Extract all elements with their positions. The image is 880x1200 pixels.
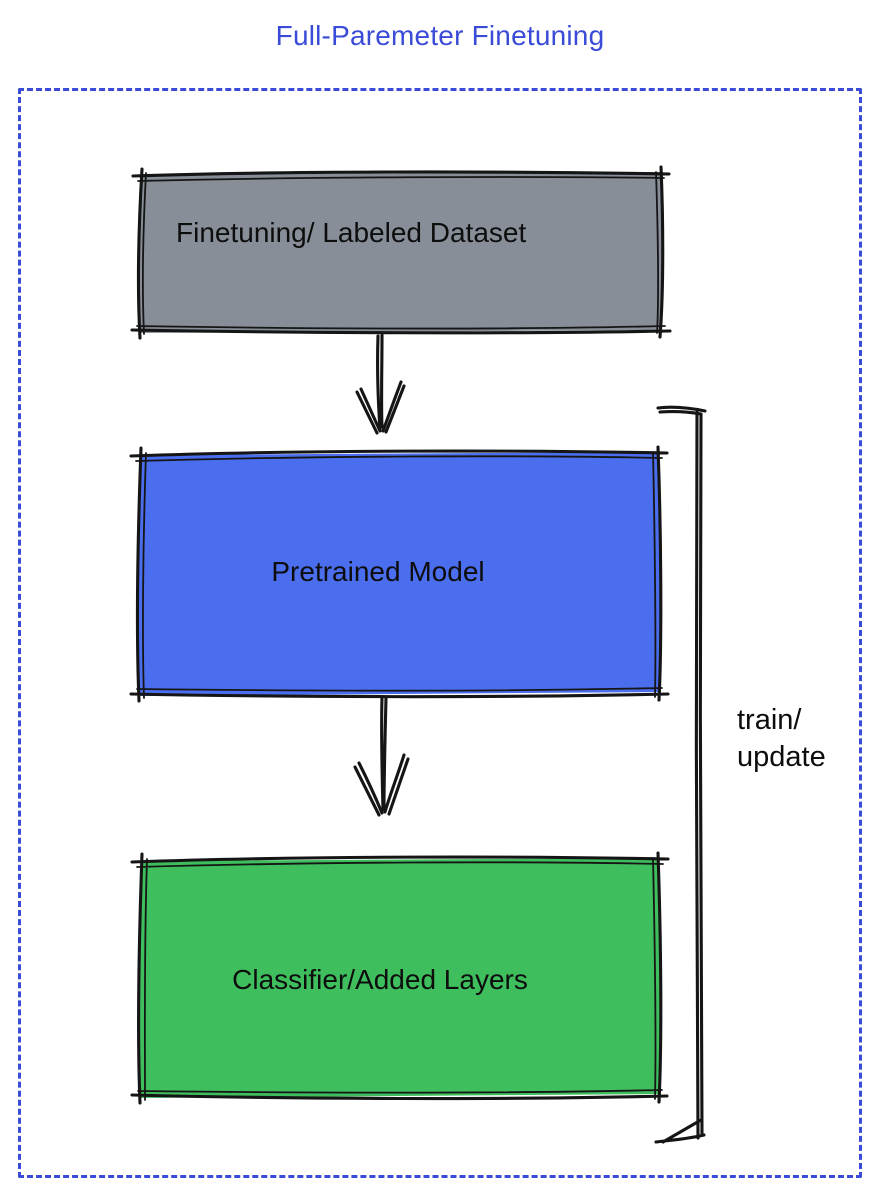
train-update-bracket bbox=[654, 405, 707, 1144]
arrow-model-to-classifier-icon bbox=[353, 696, 410, 817]
diagram-title: Full-Paremeter Finetuning bbox=[275, 20, 605, 51]
finetuning-dataset-box-outline-2 bbox=[136, 171, 666, 335]
dotted-frame bbox=[18, 88, 862, 1178]
pretrained-model-box-outline bbox=[129, 445, 670, 703]
bracket-bottom-tick bbox=[654, 1118, 706, 1144]
arrow-dataset-to-model-icon bbox=[355, 333, 406, 435]
finetuning-dataset-box-fill bbox=[139, 172, 663, 333]
finetuning-dataset-box-outline bbox=[130, 165, 672, 340]
arrow-head bbox=[353, 753, 410, 817]
finetuning-dataset-box-label: Finetuning/ Labeled Dataset bbox=[176, 217, 527, 248]
classifier-added-layers-box bbox=[130, 851, 670, 1105]
bracket-vertical bbox=[694, 410, 704, 1140]
pretrained-model-box-outline-2 bbox=[135, 451, 663, 699]
classifier-added-layers-box-label: Classifier/Added Layers bbox=[232, 964, 528, 995]
arrow-head bbox=[355, 380, 406, 435]
bracket-top-tick bbox=[656, 405, 707, 416]
pretrained-model-box-label: Pretrained Model bbox=[271, 556, 485, 587]
finetuning-dataset-box bbox=[130, 165, 672, 340]
pretrained-model-box bbox=[129, 445, 670, 703]
classifier-added-layers-box-outline bbox=[130, 851, 670, 1105]
classifier-added-layers-box-fill bbox=[139, 858, 661, 1098]
pretrained-model-box-fill bbox=[138, 452, 661, 696]
arrow-shaft bbox=[380, 696, 388, 812]
arrow-shaft bbox=[376, 333, 384, 431]
classifier-added-layers-box-outline-2 bbox=[136, 857, 664, 1101]
train-update-label: train/ update bbox=[737, 704, 826, 773]
